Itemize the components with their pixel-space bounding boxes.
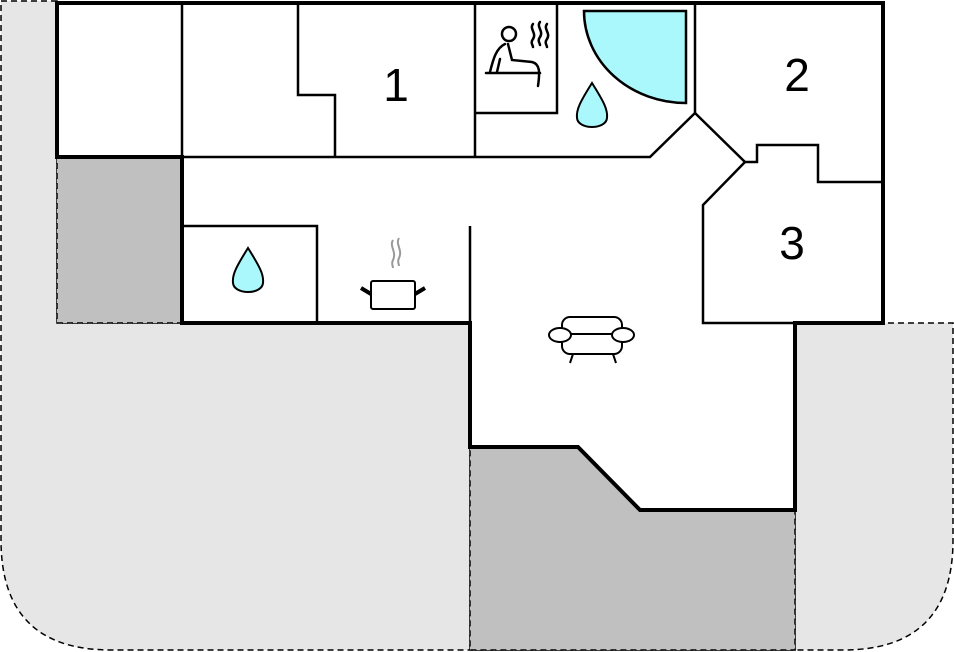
sofa-icon <box>548 316 635 364</box>
interior-walls <box>180 3 883 325</box>
cooking-pot-icon <box>359 237 427 310</box>
water-drop-icon <box>231 246 265 293</box>
room-2-label: 2 <box>784 49 810 101</box>
room-1-label: 1 <box>383 59 409 111</box>
covered-area-left <box>56 156 183 324</box>
water-drop-icon <box>575 81 609 128</box>
room-3-label: 3 <box>779 217 805 269</box>
shower-icon <box>582 9 688 105</box>
sauna-icon <box>484 20 550 88</box>
